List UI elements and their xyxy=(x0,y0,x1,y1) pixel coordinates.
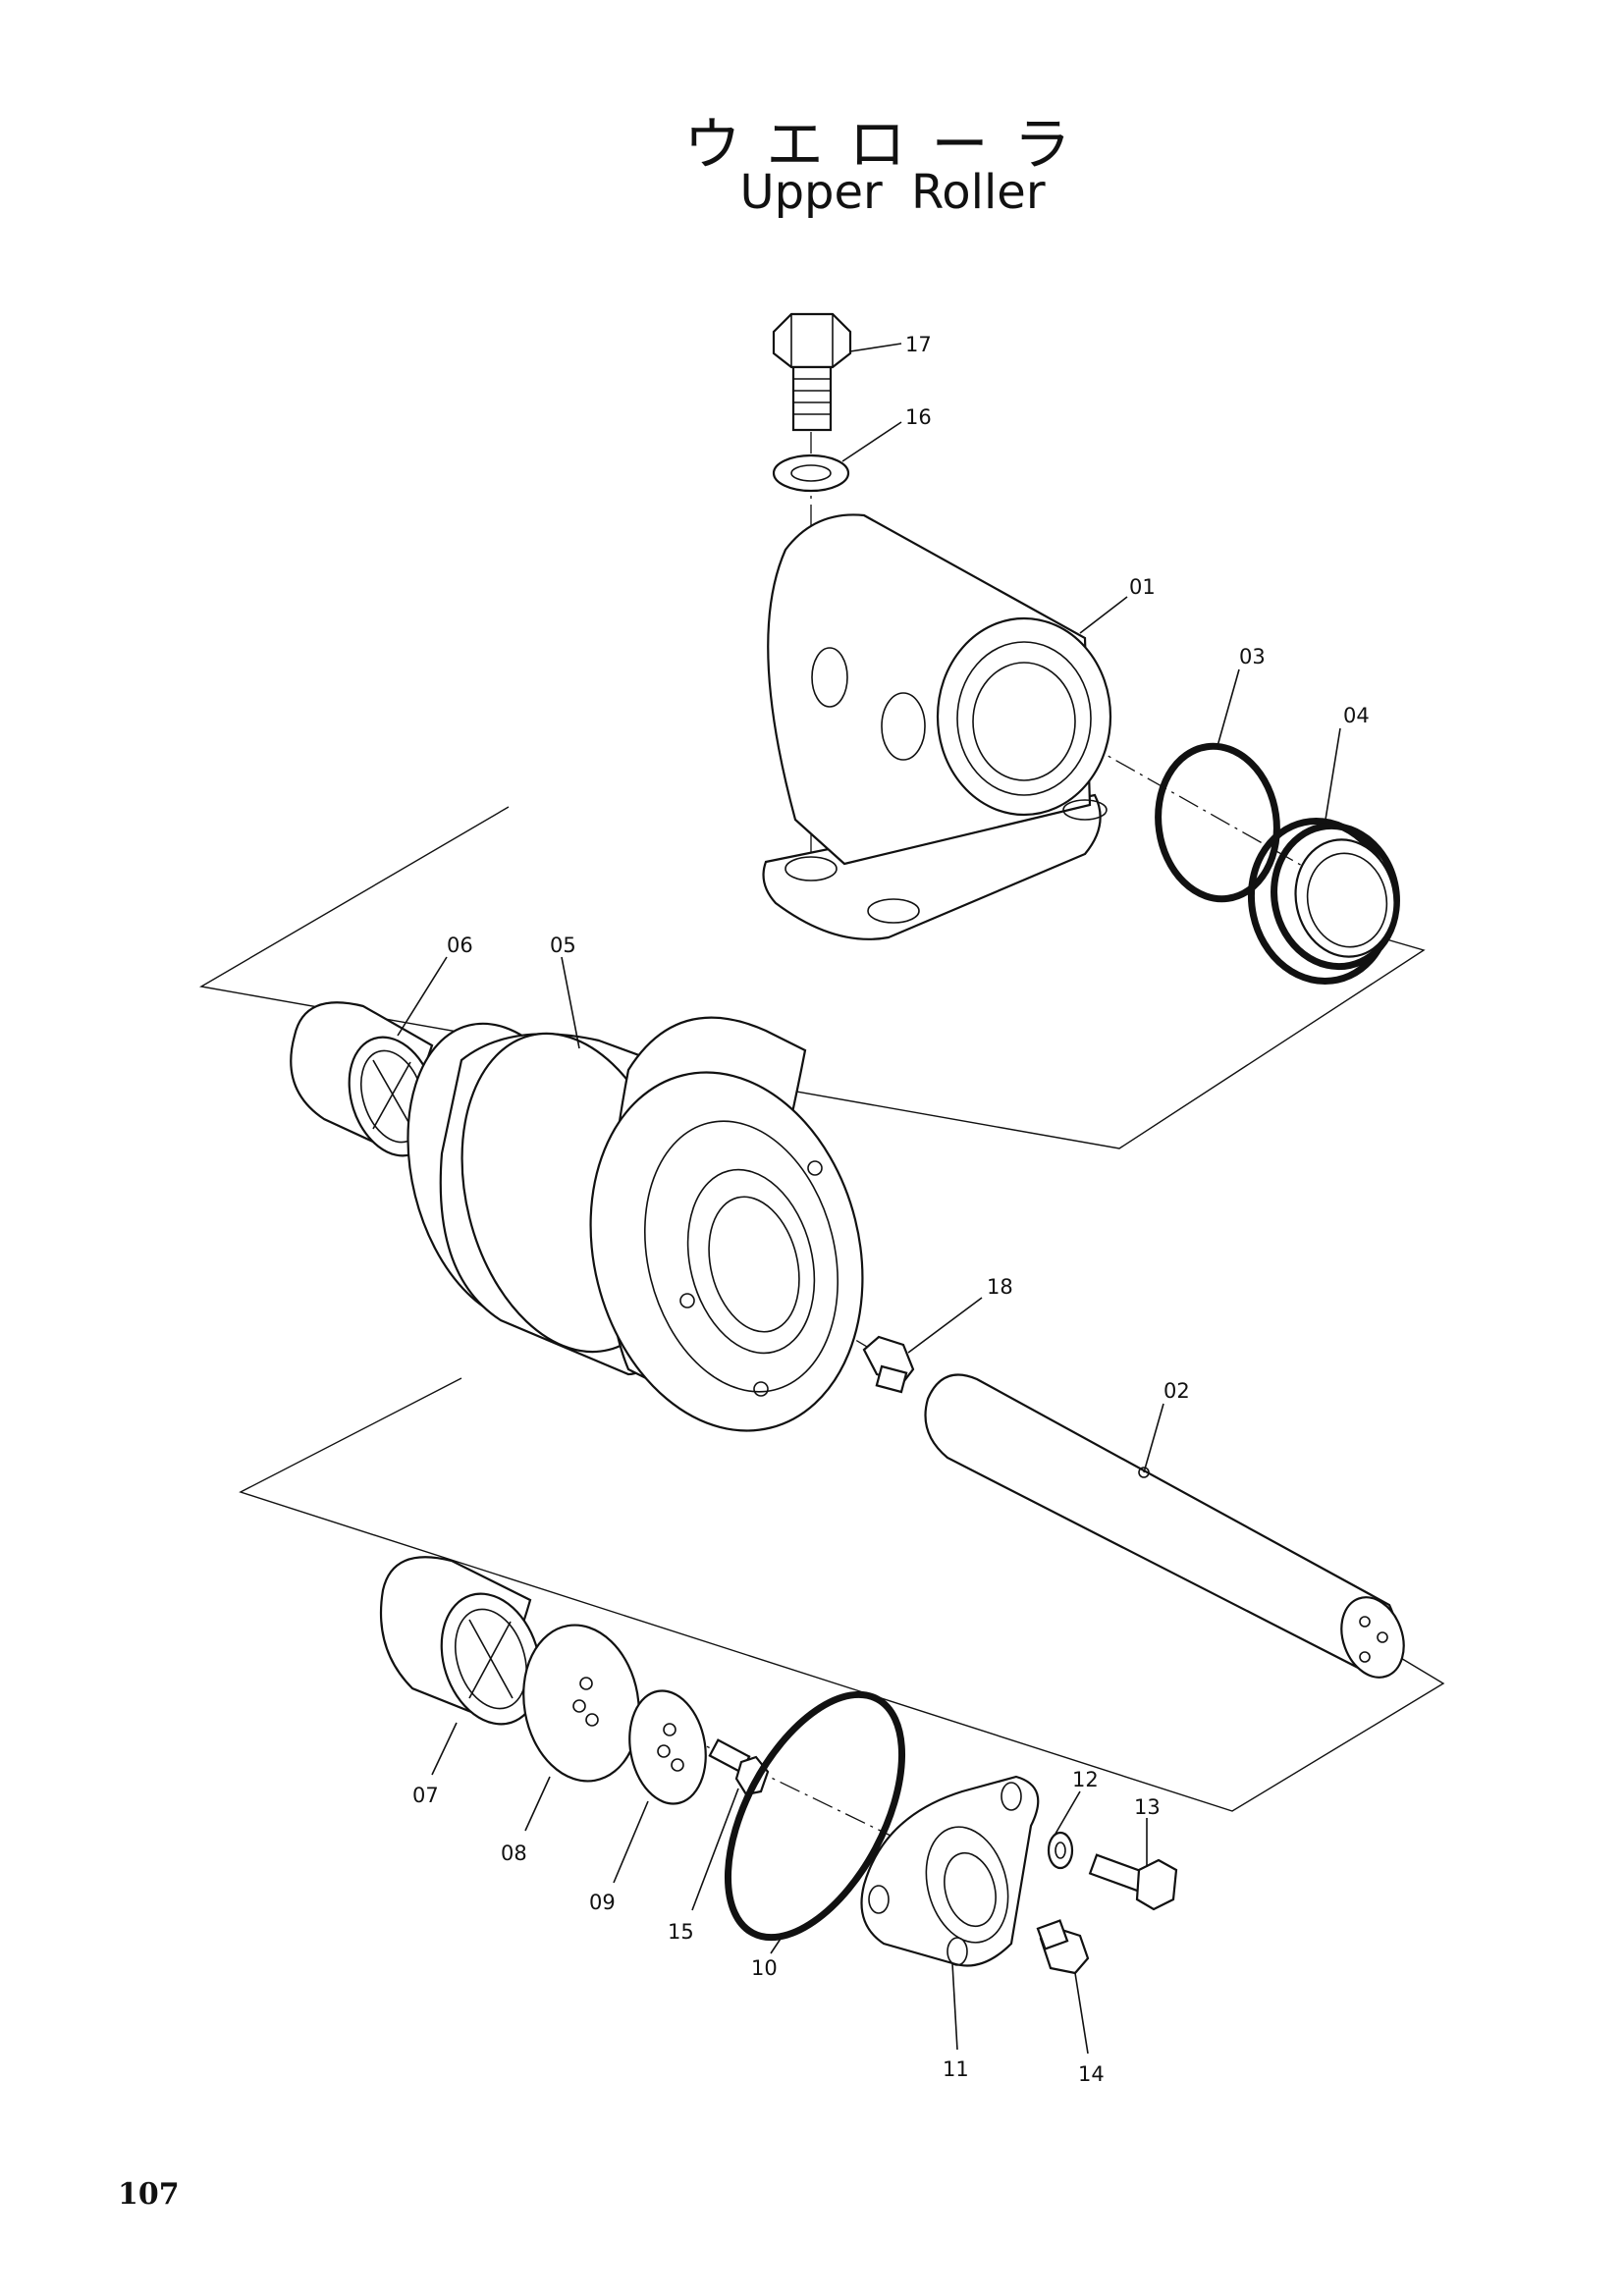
callout-11: 11 xyxy=(943,2057,969,2081)
callout-05: 05 xyxy=(550,934,576,957)
callout-09: 09 xyxy=(589,1891,616,1914)
callout-18: 18 xyxy=(987,1275,1013,1299)
plate-08-icon xyxy=(522,1624,640,1783)
callout-03: 03 xyxy=(1239,645,1266,668)
callout-02: 02 xyxy=(1163,1379,1190,1403)
bracket-01-icon xyxy=(762,513,1112,940)
callout-08: 08 xyxy=(501,1842,527,1865)
shaft-02-icon xyxy=(924,1373,1405,1679)
callout-17: 17 xyxy=(905,333,932,356)
callout-10: 10 xyxy=(751,1956,778,1980)
callout-01: 01 xyxy=(1129,575,1156,599)
bolt-17-icon xyxy=(772,312,852,432)
washer-16-icon xyxy=(772,454,850,493)
bolt-15-icon xyxy=(708,1738,770,1796)
page-number: 107 xyxy=(118,2177,180,2212)
callout-13: 13 xyxy=(1134,1795,1161,1819)
washer-12-icon xyxy=(1047,1831,1074,1870)
o-ring-03-icon xyxy=(1155,742,1280,903)
callout-06: 06 xyxy=(447,934,473,957)
callout-07: 07 xyxy=(412,1784,439,1807)
page-title-english: Upper Roller xyxy=(739,165,1046,220)
cover-11-icon xyxy=(860,1775,1040,1967)
callout-15: 15 xyxy=(668,1920,694,1944)
page-title-japanese: ウエローラ xyxy=(683,111,1097,178)
upper-assembly-plane xyxy=(199,806,1426,1149)
callout-16: 16 xyxy=(905,405,932,429)
bushing-07-icon xyxy=(379,1556,542,1726)
callout-leader-lines xyxy=(397,343,1341,2055)
callout-14: 14 xyxy=(1078,2062,1105,2086)
callout-12: 12 xyxy=(1072,1768,1099,1791)
plug-18-icon xyxy=(862,1335,915,1394)
bolt-13-icon xyxy=(1088,1853,1178,1911)
o-ring-10-icon xyxy=(724,1690,906,1942)
lower-assembly-plane xyxy=(239,1377,1445,1812)
callout-04: 04 xyxy=(1343,704,1370,727)
roller-05-icon xyxy=(406,1016,864,1432)
plate-09-icon xyxy=(628,1689,707,1805)
seal-04-icon xyxy=(1247,817,1400,986)
bolt-14-icon xyxy=(1036,1919,1090,1975)
callout-labels: 17 16 01 03 04 06 05 18 02 07 08 09 15 1… xyxy=(412,333,1370,2086)
